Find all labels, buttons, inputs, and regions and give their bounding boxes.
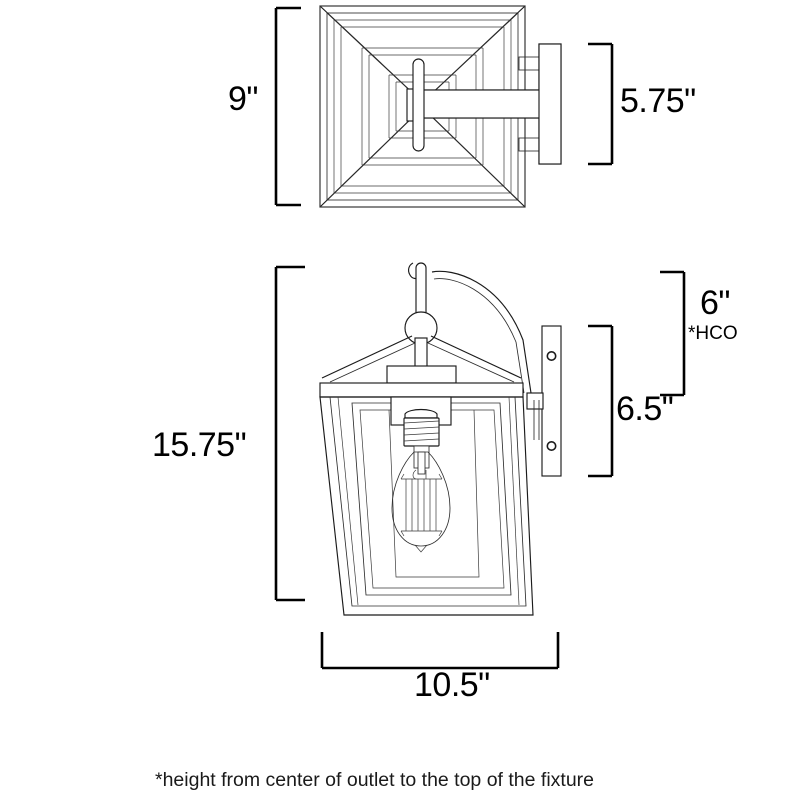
bulb-base-shoulder (404, 408, 438, 419)
bulb-stem-post (417, 451, 426, 475)
side-wall-plate-screw-top (546, 350, 557, 361)
dimension-label-5-75in: 5.75" (620, 82, 696, 120)
front-mount-tab-bottom (518, 137, 541, 152)
side-cage-top-rail (319, 382, 524, 398)
side-curved-arm-outer (431, 270, 532, 394)
bulb-base-threads (403, 420, 440, 442)
dimension-label-6in: 6" (700, 284, 730, 322)
side-wall-plate (541, 325, 562, 477)
front-support-arm-overlay (419, 89, 541, 119)
bulb-filament-supports (401, 478, 442, 532)
dimension-label-hco: *HCO (688, 323, 738, 344)
dimension-bracket-6-5in (588, 324, 614, 478)
front-perspective-diagonals (319, 5, 526, 208)
front-mount-tab-top (518, 56, 541, 71)
front-wall-plate-overlay (538, 43, 562, 165)
bulb-filaments (405, 479, 437, 531)
side-curved-arm-inner (433, 278, 525, 394)
side-socket-cap (386, 365, 457, 384)
bulb-glass-envelope (391, 451, 451, 547)
bulb-tip (414, 544, 428, 553)
bulb-leads (412, 469, 427, 480)
dimension-bracket-9in (274, 6, 301, 207)
side-elevation-view (319, 262, 562, 616)
footnote-caption: *height from center of outlet to the top… (155, 769, 595, 791)
side-cage-post-right (508, 396, 520, 606)
bulb-support-hooks (400, 473, 443, 537)
dimension-bracket-15-75in (274, 265, 305, 602)
dimension-label-9in: 9" (228, 80, 258, 118)
side-edison-bulb (391, 408, 451, 553)
dimension-label-10-5in: 10.5" (414, 666, 490, 704)
dimension-label-6-5in: 6.5" (616, 390, 674, 428)
dimension-bracket-6in-hco (660, 270, 686, 397)
front-elevation-view (319, 5, 562, 208)
side-cage-outer (319, 396, 534, 616)
side-cage-post-left (337, 396, 359, 606)
front-hook-end-view (412, 58, 425, 152)
side-roof-ridges (321, 335, 522, 383)
dimension-bracket-5-75in (588, 42, 614, 166)
dimension-label-15-75in: 15.75" (152, 426, 247, 464)
front-receding-bands-left (319, 6, 397, 207)
side-cage-outer-inner (329, 396, 527, 607)
side-arm-drop (533, 400, 540, 440)
dimension-bracket-10-5in (320, 632, 560, 670)
side-wall-plate-screw-bottom (546, 440, 557, 451)
side-glass-pane (388, 409, 480, 578)
side-arm-junction (526, 392, 544, 410)
